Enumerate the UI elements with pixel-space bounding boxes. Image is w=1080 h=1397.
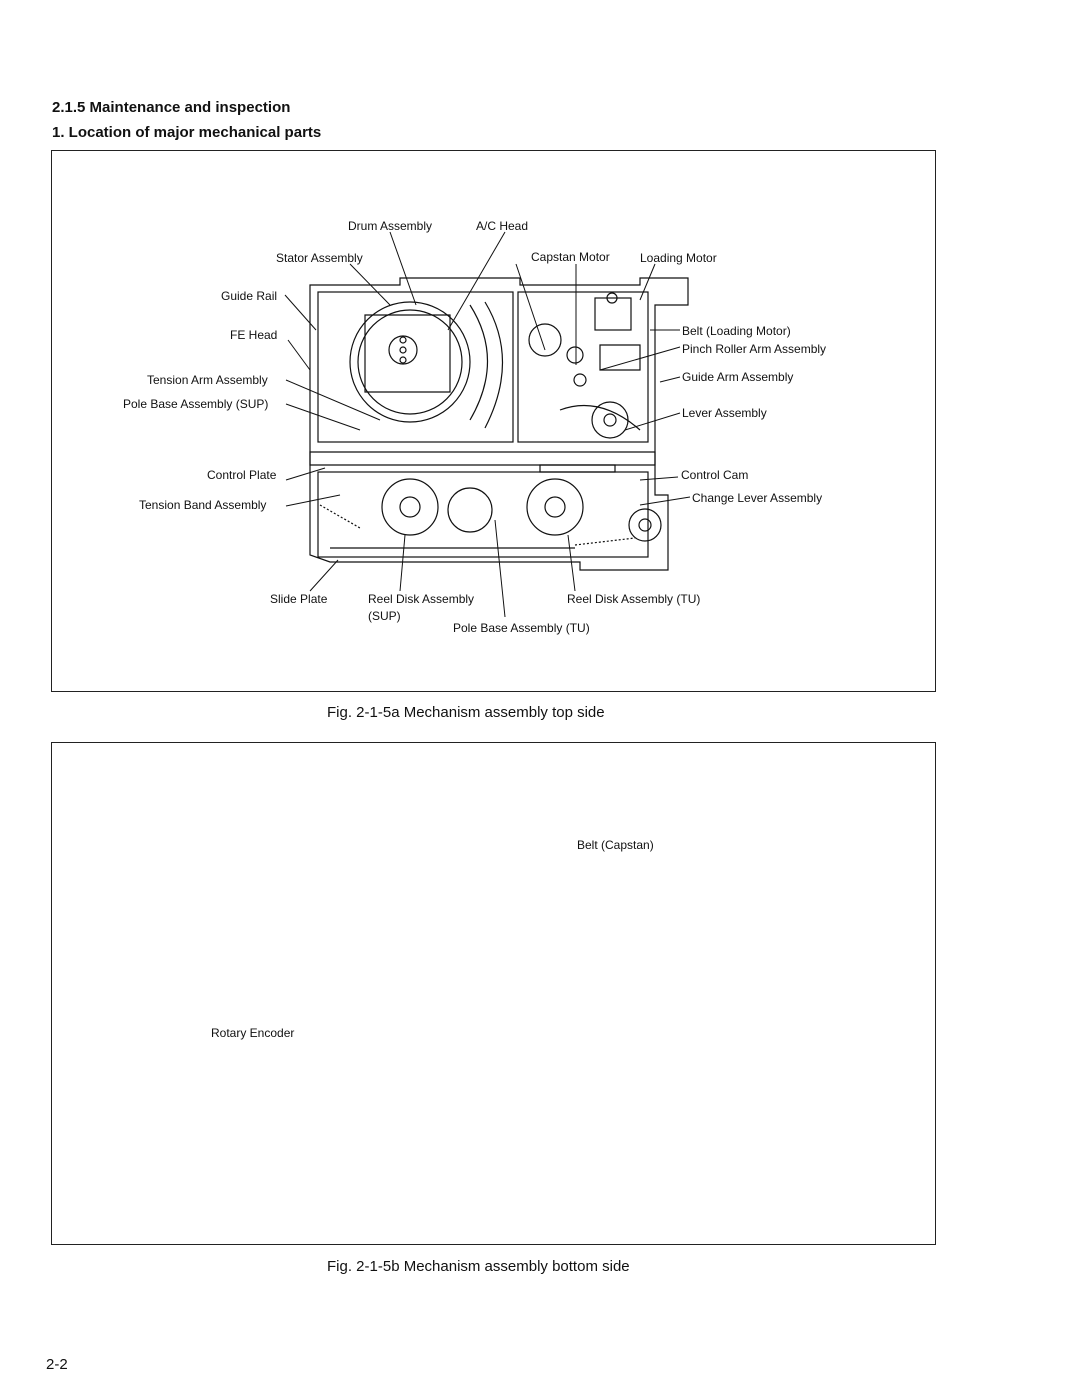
- top-leader-lines: [284, 231, 691, 618]
- label-rotary-encoder: Rotary Encoder: [211, 1026, 295, 1040]
- label-reel-disk-assembly-sup: Reel Disk Assembly: [368, 592, 475, 606]
- label-tension-arm-assembly: Tension Arm Assembly: [147, 373, 268, 387]
- figure-top-caption: Fig. 2-1-5a Mechanism assembly top side: [327, 704, 605, 721]
- section-heading: 2.1.5 Maintenance and inspection: [52, 99, 291, 116]
- label-change-lever-assembly: Change Lever Assembly: [692, 491, 823, 505]
- label-slide-plate: Slide Plate: [270, 592, 328, 606]
- label-belt-capstan: Belt (Capstan): [577, 838, 654, 852]
- page-number: 2-2: [46, 1356, 68, 1373]
- label-capstan-motor: Capstan Motor: [531, 250, 610, 264]
- label-stator-assembly: Stator Assembly: [276, 251, 363, 265]
- label-ac-head: A/C Head: [476, 219, 529, 233]
- label-lever-assembly: Lever Assembly: [682, 406, 767, 420]
- figure-bottom-frame: [51, 742, 936, 1245]
- label-control-plate: Control Plate: [207, 468, 277, 482]
- subsection-heading: 1. Location of major mechanical parts: [52, 124, 322, 141]
- figure-top-frame: [51, 150, 936, 692]
- label-control-cam: Control Cam: [681, 468, 749, 482]
- label-guide-arm-assembly: Guide Arm Assembly: [682, 370, 794, 384]
- label-fe-head: FE Head: [230, 328, 278, 342]
- label-belt-loading-motor: Belt (Loading Motor): [682, 324, 791, 338]
- label-reel-disk-assembly-sup-suffix: (SUP): [368, 609, 401, 623]
- label-guide-rail: Guide Rail: [221, 289, 278, 303]
- label-reel-disk-assembly-tu: Reel Disk Assembly (TU): [567, 592, 701, 606]
- figure-bottom-caption: Fig. 2-1-5b Mechanism assembly bottom si…: [327, 1258, 630, 1275]
- label-pinch-roller-arm-assembly: Pinch Roller Arm Assembly: [682, 342, 827, 356]
- label-loading-motor: Loading Motor: [640, 251, 717, 265]
- label-pole-base-assembly-tu: Pole Base Assembly (TU): [453, 621, 590, 635]
- label-drum-assembly: Drum Assembly: [348, 219, 433, 233]
- top-mechanism-drawing: [309, 277, 689, 571]
- label-tension-band-assembly: Tension Band Assembly: [139, 498, 267, 512]
- label-pole-base-assembly-sup: Pole Base Assembly (SUP): [123, 397, 269, 411]
